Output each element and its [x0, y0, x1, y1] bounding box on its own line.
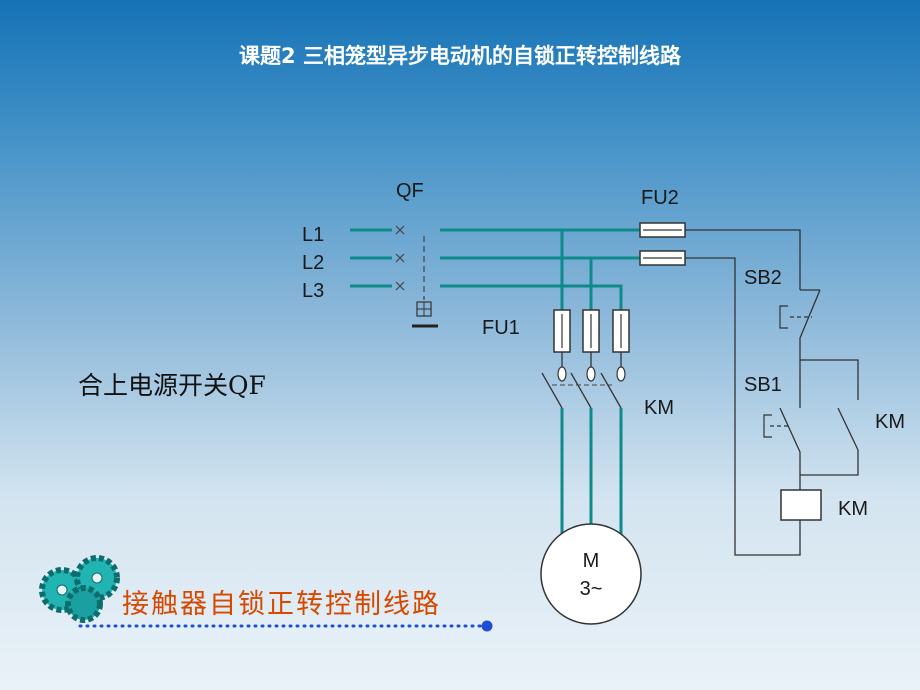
control-circuit — [685, 229, 859, 556]
motor — [540, 523, 642, 625]
motor-label-m: M — [583, 550, 600, 572]
label-km-coil: KM — [838, 498, 868, 520]
motor-label-phase: 3~ — [580, 578, 603, 600]
label-km-main: KM — [644, 397, 674, 419]
bus-lines — [440, 228, 640, 310]
qf-breaker — [395, 225, 438, 328]
fu2-fuses — [639, 222, 686, 266]
sb1-button — [763, 414, 790, 438]
label-qf: QF — [396, 180, 424, 202]
motor-feed — [560, 408, 623, 538]
label-l3: L3 — [302, 280, 324, 302]
gear-icon — [39, 555, 120, 623]
label-km-aux: KM — [875, 411, 905, 433]
km-main-contacts — [541, 352, 626, 409]
sb2-button — [779, 305, 812, 329]
underline-end-dot — [481, 620, 493, 632]
incoming-lines — [350, 228, 392, 288]
caption-text: 合上电源开关QF — [78, 371, 266, 400]
label-l2: L2 — [302, 252, 324, 274]
banner-title: 接触器自锁正转控制线路 — [122, 589, 441, 620]
label-fu1: FU1 — [482, 317, 520, 339]
label-sb2: SB2 — [744, 267, 782, 289]
km-coil — [780, 489, 822, 521]
label-sb1: SB1 — [744, 374, 782, 396]
label-fu2: FU2 — [641, 187, 679, 209]
slide-title: 课题2 三相笼型异步电动机的自锁正转控制线路 — [239, 44, 681, 68]
label-l1: L1 — [302, 224, 324, 246]
